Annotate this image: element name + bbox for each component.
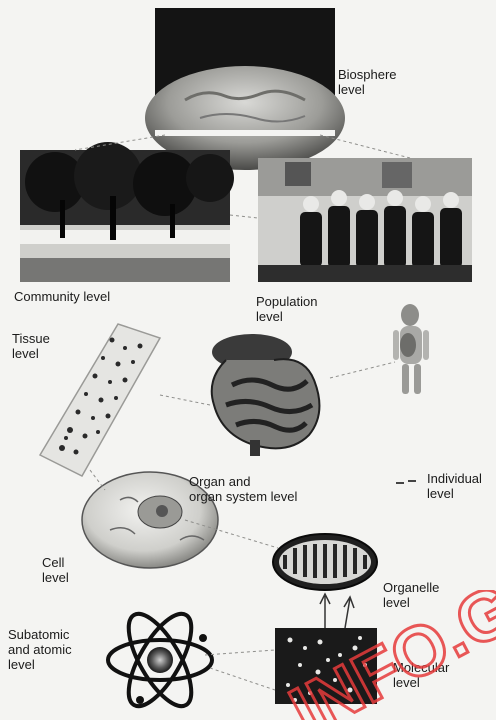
tissue-image xyxy=(40,324,160,476)
label-biosphere: Biosphere level xyxy=(338,67,397,97)
label-molecular: Molecular level xyxy=(393,660,449,690)
label-subatomic: Subatomic and atomic level xyxy=(8,627,72,672)
label-community: Community level xyxy=(14,289,110,304)
population-image xyxy=(258,158,472,282)
organelle-image xyxy=(273,534,377,590)
label-individual: Individual level xyxy=(427,471,482,501)
biosphere-image xyxy=(145,8,345,170)
label-population: Population level xyxy=(256,294,317,324)
label-tissue: Tissue level xyxy=(12,331,50,361)
label-organelle: Organelle level xyxy=(383,580,439,610)
arrow-lines xyxy=(320,594,354,628)
atom-image xyxy=(108,605,212,712)
organ-image xyxy=(212,334,320,456)
individual-image xyxy=(393,304,429,394)
community-image xyxy=(20,142,234,282)
label-cell: Cell level xyxy=(42,555,69,585)
dash-marks xyxy=(396,481,416,483)
label-organ: Organ and organ system level xyxy=(189,474,297,504)
molecular-image xyxy=(275,628,377,704)
